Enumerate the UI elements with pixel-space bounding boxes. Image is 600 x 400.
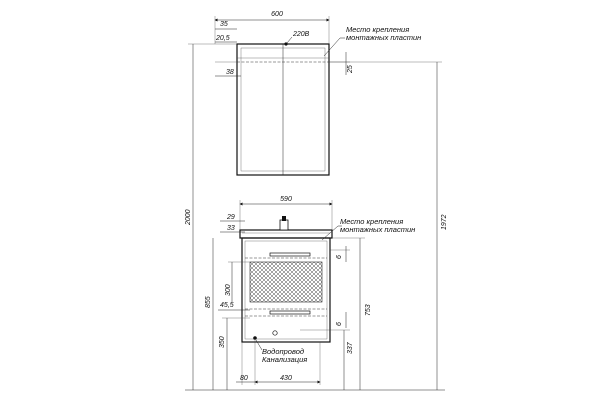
vanity-cabinet-body	[241, 237, 331, 343]
height-1972-label: 1972	[441, 214, 448, 230]
height-337-label: 337	[347, 341, 354, 354]
outlet-icon	[284, 42, 288, 46]
vanity-mount-note-2: монтажных пластин	[340, 225, 415, 234]
dim-6-top-label: 6	[336, 255, 343, 259]
mirror-mount-note-2: монтажных пластин	[346, 33, 421, 42]
dim-25-label: 25	[347, 65, 354, 74]
height-2000-label: 2000	[185, 209, 192, 226]
mirror-width-label: 600	[271, 11, 283, 18]
vanity-width-label: 590	[280, 196, 292, 203]
faucet-icon	[279, 219, 289, 231]
drawer-handle-top	[269, 252, 311, 257]
height-753-label: 753	[365, 304, 372, 316]
vanity-unit: 590 29 33 Место крепления монтажных плас…	[218, 196, 415, 390]
mirror-cabinet: 220В 600 35 20,5 38 25 Место крепления м…	[214, 11, 421, 176]
dim-29-label: 29	[226, 214, 235, 221]
drain-label: Канализация	[262, 355, 307, 364]
drain-pipe-icon	[272, 330, 278, 336]
outlet-label: 220В	[292, 31, 310, 38]
vanity-countertop	[239, 229, 333, 239]
dim-6-bottom-label: 6	[336, 322, 343, 326]
dim-33-label: 33	[227, 225, 235, 232]
dim-80-label: 80	[240, 375, 248, 382]
dim-45-5-label: 45,5	[220, 302, 234, 309]
dim-300-label: 300	[225, 284, 232, 296]
height-855-label: 855	[205, 296, 212, 308]
dim-35-label: 35	[220, 21, 228, 28]
dim-20-5-label: 20,5	[215, 35, 230, 42]
mirror-inner-frame	[240, 47, 326, 172]
vanity-mount-note-1: Место крепления	[340, 217, 403, 226]
dim-350-label: 350	[219, 336, 226, 348]
water-supply-label: Водопровод	[262, 347, 304, 356]
siphon-hatched-area	[249, 261, 323, 303]
overall-dimensions: 2000 1972 855	[185, 43, 448, 391]
water-pipe-icon	[253, 336, 257, 340]
drawer-handle-bottom	[269, 310, 311, 315]
dim-38-label: 38	[226, 69, 234, 76]
dim-430-label: 430	[280, 375, 292, 382]
mirror-mount-note-1: Место крепления	[346, 25, 409, 34]
